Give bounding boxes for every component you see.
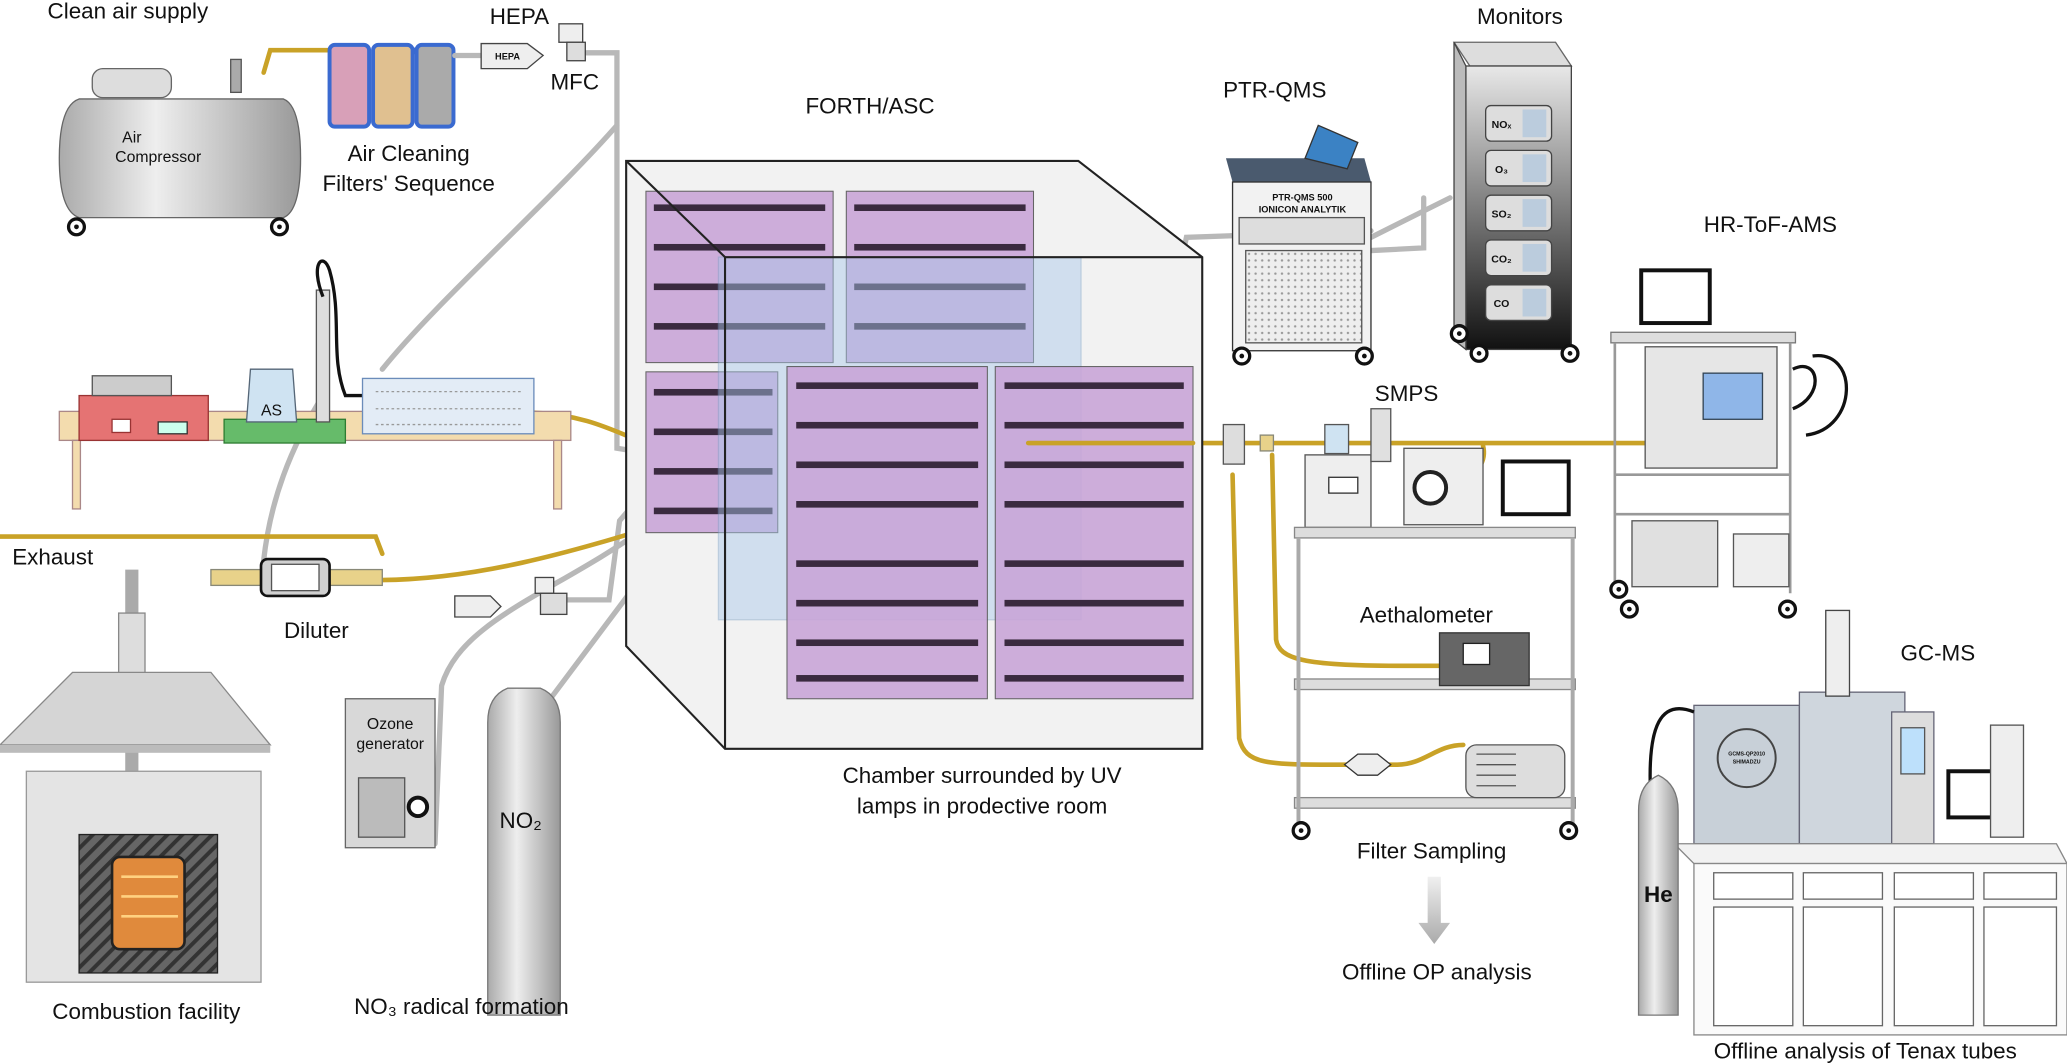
mass-flow-controller (558, 23, 586, 62)
aethalometer (1438, 632, 1530, 687)
computer-icon (1500, 459, 1571, 517)
chamber (625, 159, 1204, 750)
filters-label: Air Cleaning (348, 141, 470, 166)
hepa-filter-text: HEPA (495, 51, 520, 61)
no2-cylinder: NO₂ (487, 687, 561, 1016)
monitor-list: NOₓ O₃ SO₂ CO₂ CO (1484, 104, 1553, 322)
svg-text:O₃: O₃ (1495, 164, 1508, 176)
diluter (210, 557, 383, 598)
exhaust-label: Exhaust (12, 544, 94, 569)
laptop-icon (1304, 124, 1359, 170)
clean-air-supply-label: Clean air supply (48, 0, 209, 24)
diluter-label: Diluter (284, 618, 349, 643)
arrow-down-icon (1418, 876, 1451, 944)
offline-op-analysis-label: Offline OP analysis (1342, 960, 1532, 985)
mfc-label: MFC (550, 70, 599, 95)
ozone-generator-label: Ozone (367, 716, 414, 733)
gcms-brand-text: SHIMADZU (1733, 759, 1761, 765)
air-cleaning-filters (327, 42, 456, 129)
svg-text:CO₂: CO₂ (1491, 253, 1512, 265)
sampling-manifold (1222, 423, 1275, 465)
monitor-nox: NOₓ (1484, 104, 1553, 142)
ptr-qms-instrument: PTR-QMS 500 IONICON ANALYTIK (1225, 124, 1374, 366)
filters-label: Filters' Sequence (322, 171, 494, 196)
as-label: AS (261, 402, 282, 419)
lab-bench: AS (58, 259, 572, 510)
wheel-icon (269, 217, 290, 237)
gcms-brand-text: GCMS-QP2010 (1728, 751, 1765, 757)
ozone-generator-label: generator (356, 736, 424, 753)
hepa-label: HEPA (490, 4, 549, 29)
computer-icon (1639, 268, 1712, 326)
chamber-label: Chamber surrounded by UV (843, 763, 1122, 788)
helium-cylinder: He (1637, 774, 1679, 1016)
forth-asc-label: FORTH/ASC (806, 93, 935, 118)
hepa-filter-2 (454, 576, 568, 618)
lab-cabinet (1672, 843, 2067, 1036)
monitor-o3: O₃ (1484, 149, 1553, 187)
monitor-so2: SO₂ (1484, 194, 1553, 232)
instrument-cart (1291, 526, 1579, 841)
hr-tof-ams-label: HR-ToF-AMS (1704, 212, 1837, 237)
ozone-generator: Ozone generator (344, 698, 436, 849)
monitor-co2: CO₂ (1484, 239, 1553, 277)
uv-lamps-back (645, 190, 1035, 534)
svg-text:SO₂: SO₂ (1492, 209, 1512, 221)
no2-label: NO₂ (500, 808, 542, 833)
filter-sampling-label: Filter Sampling (1357, 838, 1506, 863)
aethalometer-label: Aethalometer (1360, 602, 1494, 627)
hr-tof-ams-instrument (1609, 268, 1849, 619)
uv-lamps-front (786, 366, 1194, 700)
ptr-model-text: PTR-QMS 500 (1272, 192, 1332, 202)
monitors-label: Monitors (1477, 4, 1563, 29)
combustion-facility (0, 569, 272, 983)
combustion-facility-label: Combustion facility (52, 999, 241, 1024)
filter-holder-and-pump (1343, 744, 1566, 799)
wheel-icon (66, 217, 87, 237)
air-compressor-label: Compressor (115, 149, 201, 166)
he-label: He (1644, 882, 1673, 907)
gc-ms-label: GC-MS (1900, 641, 1975, 666)
ptr-model-text: IONICON ANALYTIK (1259, 204, 1347, 214)
smps-label: SMPS (1375, 381, 1439, 406)
monitor-co-label: CO (1494, 298, 1510, 310)
svg-text:NOₓ: NOₓ (1492, 119, 1512, 131)
ptr-qms-label: PTR-QMS (1223, 78, 1326, 103)
air-compressor: Air Compressor (58, 58, 302, 237)
smps-instrument (1304, 408, 1571, 529)
chamber-label: lamps in prodective room (857, 793, 1107, 818)
monitor-co-slot: CO (1484, 284, 1553, 322)
offline-tenax-label: Offline analysis of Tenax tubes (1714, 1039, 2017, 1064)
hepa-filter: HEPA (480, 42, 545, 70)
air-compressor-label: Air (122, 129, 141, 146)
no3-formation-label: NO₃ radical formation (354, 994, 569, 1019)
